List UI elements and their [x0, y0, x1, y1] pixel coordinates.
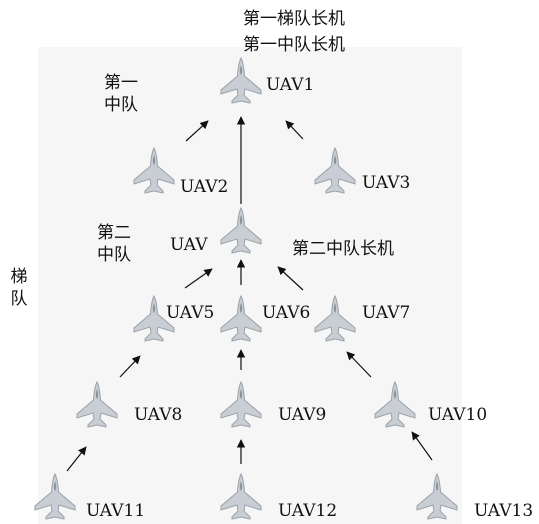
arrow-uav2-uav1 — [185, 120, 209, 142]
fighter-jet-icon — [314, 295, 356, 342]
uav-label: UAV1 — [266, 75, 315, 95]
squadron1-lead-title: 第一中队长机 — [243, 35, 345, 55]
uav-label: UAV8 — [134, 405, 183, 425]
aircraft — [34, 57, 458, 520]
uav-label: UAV10 — [428, 405, 488, 425]
uav-label: UAV7 — [362, 303, 411, 323]
fighter-jet-icon — [34, 473, 76, 520]
fighter-jet-icon — [220, 381, 262, 428]
fighter-jet-icon — [220, 207, 262, 254]
uav-label: UAV9 — [278, 405, 327, 425]
arrow-uav5-uav4 — [184, 268, 213, 289]
arrow-uav7-uav4 — [277, 266, 304, 291]
fighter-jet-icon — [374, 381, 416, 428]
arrow-uav10-uav7 — [346, 351, 372, 378]
uav-label: UAV13 — [474, 501, 534, 521]
fighter-jet-icon — [220, 473, 262, 520]
fighter-jet-icon — [76, 381, 118, 428]
uav-label: UAV12 — [278, 501, 338, 521]
fighter-jet-icon — [416, 473, 458, 520]
uav-label: UAV5 — [166, 303, 215, 323]
echelon-lead-title: 第一梯队长机 — [243, 9, 345, 29]
diagram-background — [38, 47, 462, 524]
arrows — [66, 116, 433, 472]
fighter-jet-icon — [220, 295, 262, 342]
uav-label: UAV11 — [86, 501, 146, 521]
arrow-uav11-uav8 — [66, 446, 87, 472]
arrow-uav13-uav10 — [411, 431, 433, 461]
uav-label: UAV2 — [180, 177, 229, 197]
uav-label: UAV — [170, 235, 208, 255]
fighter-jet-icon — [314, 147, 356, 194]
uav-label: UAV3 — [362, 173, 411, 193]
uav-label: UAV6 — [262, 303, 311, 323]
squadron1-label: 第一中队 — [104, 73, 138, 115]
arrow-uav8-uav5 — [119, 355, 141, 378]
fighter-jet-icon — [133, 147, 175, 194]
echelon-label: 梯队 — [10, 267, 28, 309]
arrow-uav3-uav1 — [285, 120, 304, 140]
squadron2-label: 第二中队 — [97, 223, 131, 265]
fighter-jet-icon — [220, 57, 262, 104]
squadron2-lead-label: 第二中队长机 — [292, 239, 394, 259]
